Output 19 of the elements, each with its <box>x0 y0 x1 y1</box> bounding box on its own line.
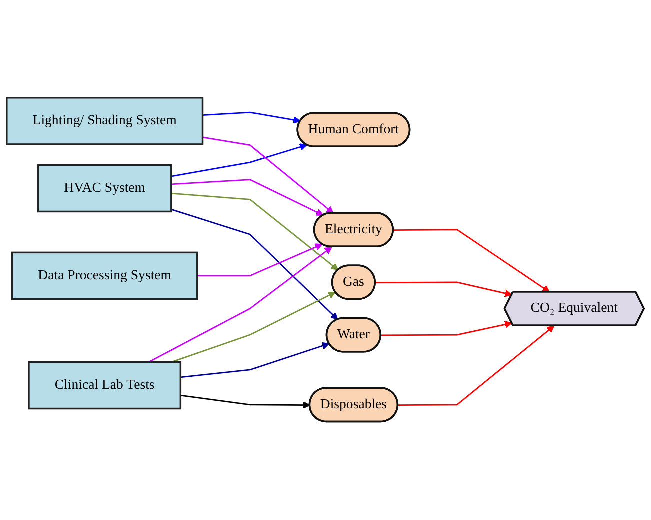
arrow <box>376 282 512 298</box>
arrow <box>171 193 339 271</box>
arrow <box>180 395 310 410</box>
arrow <box>394 229 550 293</box>
node-box: HVAC System <box>37 164 172 213</box>
arrow <box>148 246 332 363</box>
arrow <box>381 321 512 336</box>
arrow <box>197 244 323 277</box>
arrow <box>202 112 301 124</box>
arrow <box>180 342 330 378</box>
node-box: Lighting/ Shading System <box>6 97 204 146</box>
arrow <box>172 292 336 364</box>
node-box: Clinical Lab Tests <box>28 362 182 410</box>
arrow <box>171 179 324 216</box>
arrow <box>398 326 555 406</box>
arrow <box>202 136 334 214</box>
arrow <box>171 209 338 320</box>
arrow <box>171 144 308 178</box>
node-box: Data Processing System <box>11 252 198 300</box>
